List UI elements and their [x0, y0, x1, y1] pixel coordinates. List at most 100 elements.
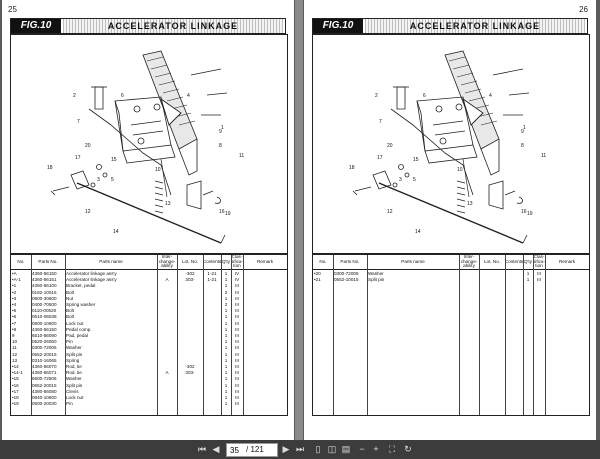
cell-name: Bolt	[66, 289, 74, 295]
cell-lot: 303-	[185, 277, 195, 283]
part-callout-label: 19	[527, 211, 533, 217]
cell-parts: 6600-72506	[32, 376, 57, 382]
cell-contents	[204, 389, 220, 395]
cell-name: Split pin	[66, 351, 83, 357]
cell-no: •A	[12, 271, 17, 276]
cell-qty: 1	[224, 376, 228, 382]
cell-parts: 4360-56150	[32, 326, 57, 332]
column-divider	[31, 255, 32, 415]
cell-parts: 0510-06038	[32, 314, 57, 320]
cell-contents: 1-21	[207, 271, 217, 276]
part-callout-label: 13	[467, 201, 473, 207]
part-callout-label: 19	[225, 211, 231, 217]
cell-inter	[158, 308, 176, 314]
part-callout-label: 20	[387, 143, 393, 149]
column-header: Parts name	[99, 258, 123, 264]
cell-qty: 1	[224, 295, 228, 301]
column-header: Remark	[558, 258, 576, 264]
cell-name: Rod, tie	[66, 370, 82, 376]
cell-parts: 0652-20015	[32, 382, 57, 388]
zoom-out-icon[interactable]: −	[359, 444, 365, 454]
column-divider	[367, 255, 368, 415]
cell-name: Washer	[368, 271, 384, 276]
cell-lot	[178, 296, 202, 302]
cell-cls: III	[235, 382, 239, 388]
cell-qty: 1	[224, 395, 228, 400]
cell-no: •4	[12, 302, 17, 307]
cell-contents	[204, 364, 220, 370]
cell-qty: 1	[224, 351, 228, 357]
cell-lot	[178, 389, 202, 395]
cell-no: •21	[314, 277, 321, 283]
cell-contents	[506, 271, 522, 277]
cell-lot	[178, 383, 202, 389]
fit-page-icon[interactable]: ⛶	[388, 444, 396, 454]
single-page-view-icon[interactable]: ▯	[315, 444, 321, 454]
part-callout-label: 3	[97, 177, 100, 183]
next-page-icon[interactable]: ▶	[282, 444, 290, 454]
part-callout-label: 16	[521, 209, 527, 215]
first-page-icon[interactable]: ⏮	[197, 444, 207, 454]
cell-inter	[158, 383, 176, 389]
cell-parts: 0800-10600	[32, 320, 57, 326]
figure-label: FIG.10	[11, 19, 61, 33]
page-gutter	[295, 0, 303, 440]
cell-no: •14-1	[12, 370, 23, 376]
part-callout-label: 1	[523, 125, 526, 131]
two-page-view-icon[interactable]: ◫	[327, 444, 337, 454]
cell-inter	[158, 271, 176, 277]
column-header: Contents	[202, 258, 222, 264]
continuous-view-icon[interactable]: ▤	[341, 444, 351, 454]
page-number-input[interactable]	[227, 444, 246, 456]
cell-contents	[204, 308, 220, 314]
part-callout-label: 4	[187, 93, 190, 99]
cell-qty: 2	[224, 289, 228, 295]
cell-qty: 1	[224, 271, 228, 276]
cell-no: •A-1	[12, 277, 21, 283]
column-header: Inter-change-ability	[460, 254, 478, 269]
part-callout-label: 4	[489, 93, 492, 99]
cell-qty: 2	[224, 302, 228, 307]
cell-cls: III	[235, 376, 239, 382]
cell-cls: III	[235, 395, 239, 400]
cell-contents	[204, 339, 220, 345]
cell-contents	[204, 370, 220, 376]
last-page-icon[interactable]: ⏭	[295, 444, 305, 454]
part-callout-label: 17	[377, 155, 383, 161]
cell-inter	[158, 345, 176, 351]
cell-cls: III	[235, 370, 239, 376]
cell-contents	[204, 345, 220, 351]
rotate-icon[interactable]: ↻	[404, 444, 412, 454]
cell-lot: 303-	[185, 370, 195, 376]
column-divider	[545, 255, 546, 415]
cell-lot	[178, 401, 202, 407]
cell-inter	[158, 314, 176, 320]
cell-parts: 0110-00520	[32, 308, 57, 314]
part-callout-label: 15	[111, 157, 117, 163]
cell-contents	[204, 395, 220, 401]
cell-inter	[158, 401, 176, 407]
cell-contents	[204, 302, 220, 308]
cell-contents	[204, 352, 220, 358]
cell-name: Spring washer	[66, 302, 96, 307]
previous-page-icon[interactable]: ◀	[212, 444, 220, 454]
cell-name: Accelerator linkage ass'y	[66, 271, 117, 276]
column-divider	[505, 255, 506, 415]
page-total: / 121	[246, 445, 264, 454]
zoom-in-icon[interactable]: +	[373, 444, 379, 454]
part-callout-label: 17	[75, 155, 81, 161]
cell-lot	[178, 358, 202, 364]
column-divider	[523, 255, 524, 415]
